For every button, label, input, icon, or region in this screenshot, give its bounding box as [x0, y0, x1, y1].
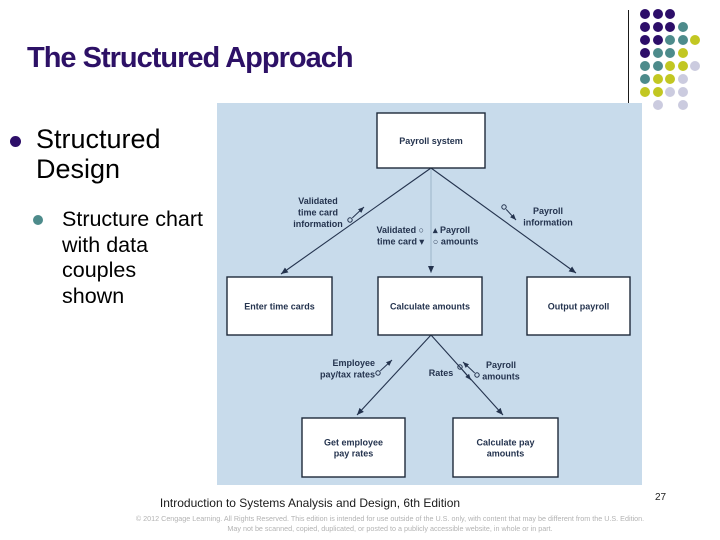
decorative-dot — [665, 9, 675, 19]
copyright-line-2: May not be scanned, copied, duplicated, … — [227, 523, 553, 533]
decorative-dot — [665, 87, 675, 97]
edge-calculate-to-getrates — [356, 334, 432, 416]
couple-rates-arrow-icon — [461, 369, 472, 381]
flow-label: information — [293, 219, 343, 229]
decorative-dot — [640, 87, 650, 97]
module-box-calculate-amounts — [377, 276, 483, 336]
module-box-calculate-pay-amounts — [452, 417, 559, 478]
flow-label: ▴ Payroll — [432, 225, 470, 235]
flow-label: Employee — [332, 358, 375, 368]
module-label-get-employee-pay-rates: pay rates — [334, 449, 374, 459]
bullet-level1-icon — [10, 136, 21, 147]
edge-payroll-to-enter — [280, 167, 432, 275]
decorative-dot — [652, 48, 663, 58]
decorative-dot — [640, 35, 650, 45]
decorative-dot — [677, 61, 688, 71]
decorative-dot — [652, 100, 663, 110]
module-label-calculate-pay-amounts: amounts — [487, 449, 525, 459]
decorative-dot — [652, 22, 663, 32]
flow-label: Rates — [429, 368, 454, 378]
decorative-dot — [677, 74, 688, 84]
decorative-dot — [640, 48, 650, 58]
decorative-dot — [665, 35, 675, 45]
page-number: 27 — [655, 492, 667, 503]
bullet-level2-icon — [33, 215, 43, 225]
couple-rates-icon — [457, 364, 463, 370]
module-box-payroll-system — [376, 112, 486, 169]
decorative-dot — [677, 87, 688, 97]
flow-label: ○ amounts — [433, 237, 478, 247]
couple-payroll-info-arrow-icon — [505, 209, 517, 221]
decorative-dot — [652, 74, 663, 84]
module-box-enter-time-cards — [226, 276, 333, 336]
decorative-dot — [690, 35, 700, 45]
couple-payroll-info-icon — [501, 204, 507, 210]
decorative-dot — [652, 9, 663, 19]
decorative-dot — [640, 22, 650, 32]
module-label-enter-time-cards: Enter time cards — [244, 302, 315, 312]
flow-label: Payroll — [486, 360, 516, 370]
decorative-dot — [652, 87, 663, 97]
module-box-get-employee-pay-rates — [301, 417, 406, 478]
footer-book-title: Introduction to Systems Analysis and Des… — [159, 496, 461, 510]
flow-label: Payroll — [533, 206, 563, 216]
module-label-output-payroll: Output payroll — [548, 302, 610, 312]
module-box-output-payroll — [526, 276, 631, 336]
decorative-dot — [652, 35, 663, 45]
couple-employee-rates-arrow-icon — [380, 359, 393, 372]
decorative-dot — [640, 61, 650, 71]
module-label-payroll-system: Payroll system — [399, 136, 463, 146]
flow-label: Validated ○ — [377, 225, 424, 235]
flow-label: time card ▾ — [377, 237, 425, 247]
decorative-dot — [665, 48, 675, 58]
couple-payroll-amounts-icon — [474, 372, 480, 378]
flow-label: time card — [298, 208, 338, 218]
copyright-notice: © 2012 Cengage Learning. All Rights Rese… — [40, 514, 720, 533]
couple-validated-info-arrow-icon — [352, 206, 365, 219]
copyright-line-1: © 2012 Cengage Learning. All Rights Rese… — [135, 514, 645, 523]
decorative-dot — [677, 100, 688, 110]
flow-label: pay/tax rates — [320, 370, 375, 380]
decorative-dot — [677, 48, 688, 58]
decorative-dot — [677, 35, 688, 45]
decorative-dot — [640, 9, 650, 19]
flow-label: information — [523, 218, 573, 228]
decorative-dot — [665, 61, 675, 71]
module-label-get-employee-pay-rates: Get employee — [324, 438, 383, 448]
decorative-dot — [665, 22, 675, 32]
module-label-calculate-pay-amounts: Calculate pay — [476, 438, 534, 448]
bullet-level2-text: Structure chart with data couples shown — [62, 207, 203, 308]
edge-payroll-to-output — [430, 167, 577, 274]
module-label-calculate-amounts: Calculate amounts — [390, 302, 470, 312]
couple-payroll-amounts-arrow-icon — [462, 361, 475, 374]
decorative-dot — [640, 74, 650, 84]
decorative-dot — [677, 22, 688, 32]
decorative-dot — [690, 61, 700, 71]
bullet-level1-text: Structured Design — [36, 124, 161, 184]
couple-validated-info-icon — [347, 217, 353, 223]
couple-employee-rates-icon — [375, 370, 381, 376]
flow-label: Validated — [298, 196, 338, 206]
decorative-dot — [665, 74, 675, 84]
flow-label: amounts — [482, 372, 520, 382]
slide-title: The Structured Approach — [27, 42, 354, 74]
decorative-vertical-line — [628, 10, 629, 103]
decorative-dot — [652, 61, 663, 71]
